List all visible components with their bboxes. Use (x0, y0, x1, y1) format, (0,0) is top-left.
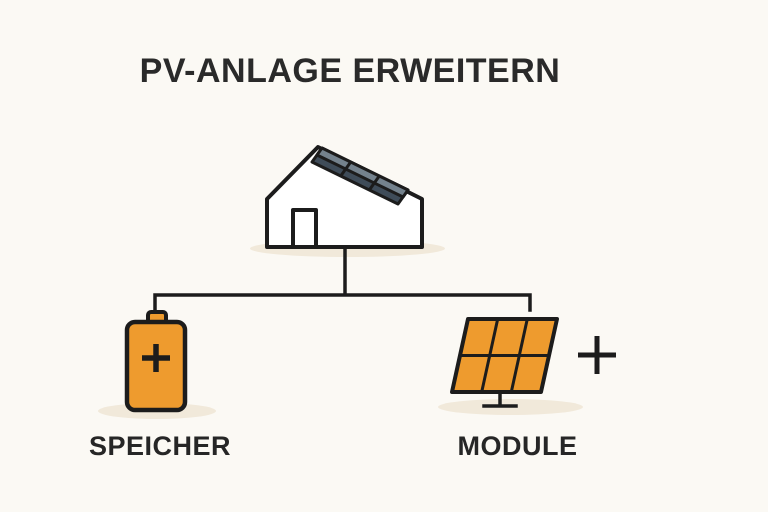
house-door (291, 208, 318, 249)
roof-solar-panels-icon (310, 146, 410, 206)
speicher-label: SPEICHER (88, 431, 232, 461)
battery-icon (124, 310, 188, 413)
battery-plus-icon (142, 344, 170, 372)
module-stand (482, 390, 518, 408)
module-grid-lines (460, 318, 549, 393)
solar-module-icon (450, 317, 559, 408)
house-with-solar-roof-icon (265, 145, 424, 249)
connector-lines (153, 246, 532, 312)
module-label: MODULE (457, 431, 578, 461)
page-title: PV-ANLAGE ERWEITERN (139, 52, 561, 90)
plus-icon (578, 336, 616, 374)
